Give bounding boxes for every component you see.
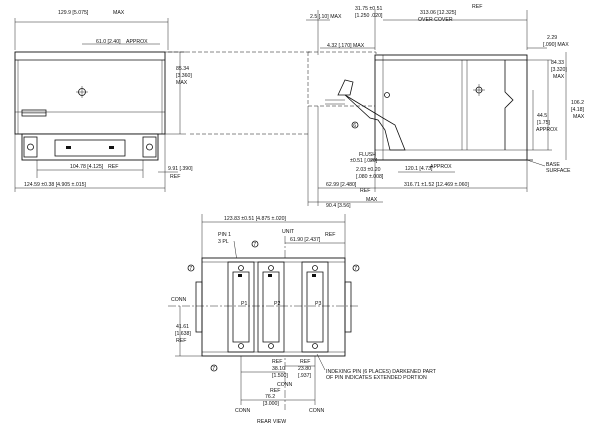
front-view: 129.9 [5.075] MAX 61.0 [2.40] APPROX 104: [14, 10, 193, 192]
side-step-a-in: [.080 ±.008]: [356, 174, 384, 180]
side-step-b-approx: APPROX: [430, 164, 452, 170]
rear-callout-top: [251, 240, 259, 248]
side-step-a: 2.03 ±0.20: [356, 167, 381, 173]
rear-callout-7-left: 7: [189, 266, 192, 272]
rear-unit: UNIT: [282, 229, 295, 235]
side-depth-a: 62.99 [2.480]: [326, 182, 357, 188]
rear-height-in: [1.638]: [175, 331, 191, 337]
side-flange-tol: 31.75 ±0.51: [355, 6, 382, 12]
side-body: [374, 54, 528, 161]
side-mid-height: 44.5: [537, 113, 547, 119]
rear-body: [201, 257, 346, 357]
front-height-max: MAX: [176, 80, 188, 86]
side-overall-height-max: MAX: [573, 114, 585, 120]
rear-pitch-b: 23.80: [298, 366, 311, 372]
rear-view-title: REAR VIEW: [257, 419, 286, 425]
rear-pitch-b-in: [.937]: [298, 373, 312, 379]
side-base-surface: BASE: [546, 162, 560, 168]
front-width-bottom: 124.59 ±0.38 [4.905 ±.015]: [24, 182, 86, 188]
front-center-offset: 61.0 [2.40]: [96, 39, 121, 45]
rear-conn-left: CONN: [171, 297, 187, 303]
side-flange-tol-in: [1.250 .020]: [355, 13, 383, 19]
side-handle-outline: [307, 51, 377, 107]
rear-callout-7-bottom: 7: [212, 366, 215, 372]
rear-callout-7-top: 7: [253, 242, 256, 248]
rear-conn-center: CONN: [277, 382, 293, 388]
rear-index-note-1: INDEXING PIN (6 PLACES) DARKENED PART: [326, 369, 437, 375]
front-height: 85.34: [176, 66, 189, 72]
rear-callout-left: [187, 264, 195, 272]
front-left-connector-icon: [27, 143, 34, 151]
rear-right-rail: [344, 281, 352, 333]
rear-pitch-a-ref: REF: [272, 359, 282, 365]
rear-p3: P3: [315, 301, 321, 307]
side-over-cover: 313.06 [12.325]: [420, 10, 457, 16]
rear-width: 123.83 ±0.51 [4.875 ±.020]: [224, 216, 286, 222]
front-right-connector-icon: [146, 143, 153, 151]
side-top-gap-in: [.090] MAX: [543, 42, 569, 48]
front-base-width: 104.78 [4.125]: [70, 164, 104, 170]
front-height-in: [3.360]: [176, 73, 192, 79]
rear-left-rail: [195, 281, 203, 333]
front-side-offset: 9.91 [.390]: [168, 166, 193, 172]
rear-conn-l: CONN: [235, 408, 251, 414]
side-mid-height-approx: APPROX: [536, 127, 558, 133]
rear-span-ref: REF: [270, 388, 280, 394]
rear-view: 123.83 ±0.51 [4.875 ±.020] PIN 1 3 PL 7 …: [168, 214, 437, 425]
rear-callout-bottom: [210, 364, 218, 372]
side-overall-height-in: [4.18]: [571, 107, 585, 113]
side-step-b: 120.1 [4.73]: [405, 166, 433, 172]
side-height-right-max: MAX: [553, 74, 565, 80]
side-flush: FLUSH: [359, 152, 376, 158]
rear-conn-r: CONN: [309, 408, 325, 414]
side-depth-b: 316.71 ±1.52 [12.469 ±.060]: [404, 182, 469, 188]
side-handle-lever: [344, 94, 406, 151]
connector-p2: P2: [257, 261, 285, 353]
side-depth-total: 90.4 [3.56]: [326, 203, 351, 209]
rear-span: 76.2: [265, 394, 275, 400]
rear-pin-count: 3 PL: [218, 239, 229, 245]
side-over-cover-ref: REF: [472, 4, 482, 10]
rear-height-ref: REF: [176, 338, 186, 344]
front-width-top-max: MAX: [113, 10, 125, 16]
rear-callout-7-right: 7: [354, 266, 357, 272]
side-pivot-icon: [384, 92, 390, 98]
rear-pitch-a: 38.10: [272, 366, 285, 372]
side-callout-6: 6: [353, 123, 356, 129]
side-view: 2.5 [.10] MAX 31.75 ±0.51 [1.250 .020] 3…: [306, 4, 585, 209]
side-handle-grip: [337, 79, 354, 96]
side-flange-max: 2.5 [.10] MAX: [310, 14, 342, 20]
front-center-offset-approx: APPROX: [126, 39, 148, 45]
side-mid-height-in: [1.75]: [537, 120, 551, 126]
side-depth-a-ref: REF: [360, 188, 370, 194]
rear-pin-label: PIN 1: [218, 232, 231, 238]
side-over-cover-label: OVER COVER: [418, 17, 453, 23]
side-flush-tol: ±0.51 [.020]: [350, 158, 378, 164]
connector-p3: P3: [301, 261, 329, 353]
side-height-right: 84.33: [551, 60, 564, 66]
side-lever-offset: 4.32 [.170] MAX: [327, 43, 365, 49]
rear-pitch-a-in: [1.500]: [272, 373, 288, 379]
side-callout-circle: [351, 121, 359, 129]
rear-span-in: [3.000]: [263, 401, 279, 407]
rear-p1: P1: [241, 301, 247, 307]
side-top-gap: 2.29: [547, 35, 557, 41]
rear-pitch-b-ref: REF: [300, 359, 310, 365]
front-body: [14, 51, 166, 135]
rear-height: 41.61: [176, 324, 189, 330]
front-side-ref: REF: [170, 174, 180, 180]
connector-p1: P1: [227, 261, 255, 353]
rear-p2: P2: [274, 301, 280, 307]
side-height-right-in: [3.320]: [551, 67, 567, 73]
side-depth-total-max: MAX: [366, 197, 378, 203]
side-overall-height: 106.2: [571, 100, 584, 106]
rear-unit-offset: 61.90 [2.437]: [290, 237, 321, 243]
rear-unit-offset-ref: REF: [325, 232, 335, 238]
rear-callout-right: [352, 264, 360, 272]
front-width-top: 129.9 [5.075]: [58, 10, 89, 16]
front-base-ref: REF: [108, 164, 118, 170]
rear-index-note-2: OF PIN INDICATES EXTENDED PORTION: [326, 375, 427, 381]
side-base-surface-2: SURFACE: [546, 168, 571, 174]
